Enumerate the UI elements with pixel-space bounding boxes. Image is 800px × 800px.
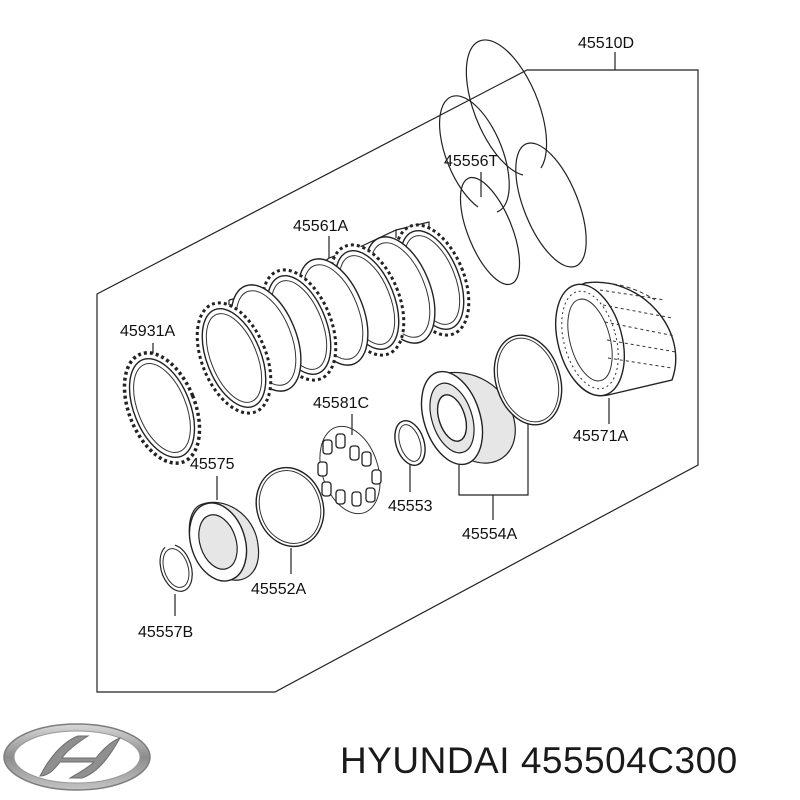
assembly-boundary	[96, 52, 699, 693]
seal-45553	[394, 420, 426, 466]
seal-ring-45554a	[493, 334, 563, 426]
part-number: 455504C300	[520, 740, 738, 781]
spring-retainer-45581c	[317, 425, 382, 515]
label-45557b: 45557B	[138, 624, 193, 641]
label-45561a: 45561A	[293, 218, 348, 235]
seal-ring-45552a	[255, 466, 325, 548]
label-45553: 45553	[388, 498, 433, 515]
snap-ring-large	[465, 39, 587, 268]
label-45552a: 45552A	[251, 581, 306, 598]
piston-45575	[188, 501, 260, 582]
label-45571a: 45571A	[573, 428, 628, 445]
plate-45931a	[122, 351, 202, 465]
label-45510d: 45510D	[578, 35, 634, 52]
label-45931a: 45931A	[120, 323, 175, 340]
label-45554a: 45554A	[462, 526, 517, 543]
brand-name: HYUNDAI	[340, 740, 511, 781]
clutch-pack	[195, 223, 471, 415]
snap-ring-45557b	[159, 544, 193, 592]
label-45581c: 45581C	[313, 395, 369, 412]
label-45556t: 45556T	[444, 153, 498, 170]
snap-ring-45556t	[438, 95, 521, 286]
drum-45571a	[555, 281, 677, 397]
part-caption: HYUNDAI 455504C300	[340, 740, 738, 782]
piston-45554a	[420, 370, 516, 466]
label-45575: 45575	[190, 456, 235, 473]
hyundai-logo-icon	[3, 723, 151, 791]
